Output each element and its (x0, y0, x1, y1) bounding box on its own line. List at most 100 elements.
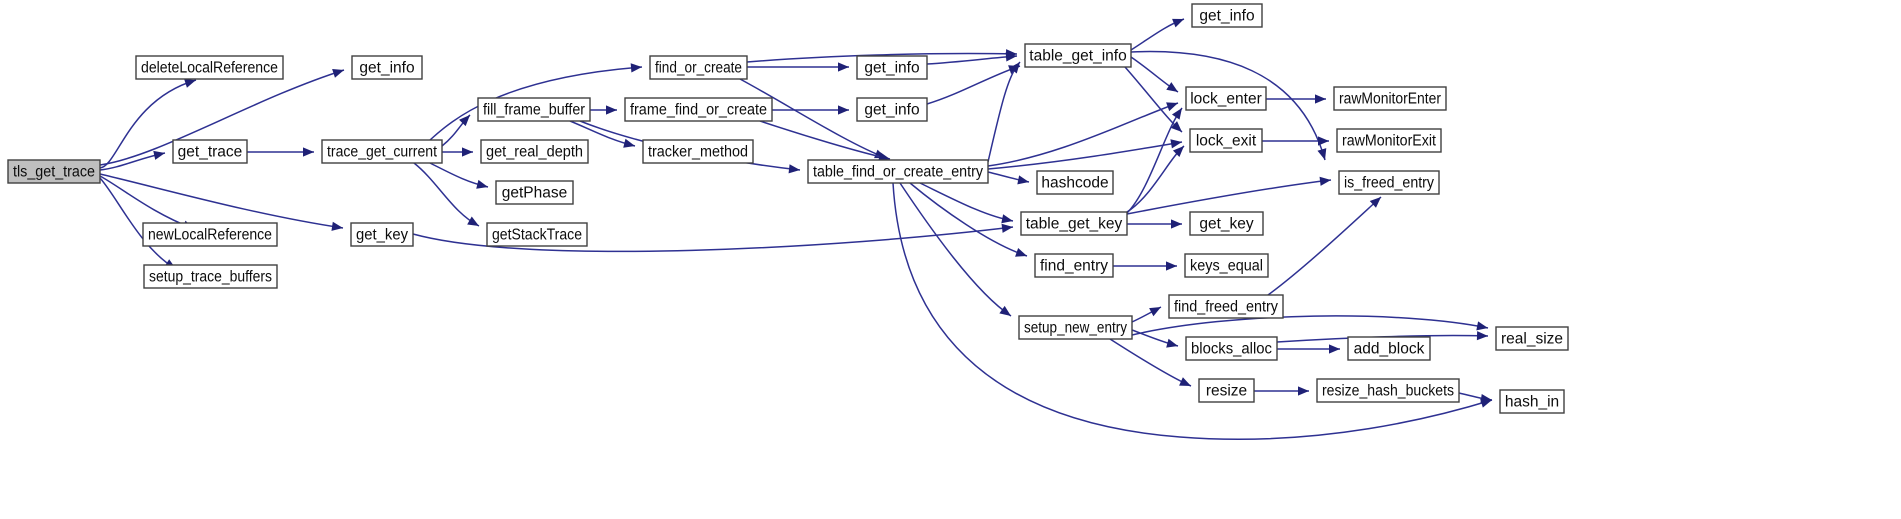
graph-node-find_or_create[interactable]: find_or_create (649, 55, 748, 80)
node-box[interactable] (856, 97, 928, 122)
graph-node-setup_new_entry[interactable]: setup_new_entry (1018, 315, 1133, 340)
node-box[interactable] (1333, 86, 1447, 111)
graph-node-is_freed_entry[interactable]: is_freed_entry (1338, 170, 1440, 195)
arrow-head-icon (1170, 139, 1182, 149)
graph-node-add_block[interactable]: add_block (1347, 336, 1431, 361)
node-box[interactable] (807, 159, 989, 184)
graph-node-get_trace[interactable]: get_trace (172, 139, 248, 164)
node-box[interactable] (143, 264, 278, 289)
arrow-head-icon (1009, 62, 1020, 74)
graph-node-deleteLocalReference[interactable]: deleteLocalReference (135, 55, 284, 80)
node-box[interactable] (1034, 253, 1114, 278)
graph-node-blocks_alloc[interactable]: blocks_alloc (1185, 336, 1278, 361)
graph-node-get_info_a[interactable]: get_info (351, 55, 423, 80)
node-box[interactable] (1338, 170, 1440, 195)
graph-node-get_info_c[interactable]: get_info (856, 97, 928, 122)
graph-node-table_find_or_create_entry[interactable]: table_find_or_create_entry (807, 159, 989, 184)
node-box[interactable] (351, 55, 423, 80)
node-box[interactable] (135, 55, 284, 80)
node-box[interactable] (1499, 389, 1565, 414)
node-box[interactable] (1020, 211, 1128, 236)
node-box[interactable] (1189, 211, 1264, 236)
graph-node-rawMonitorEnter[interactable]: rawMonitorEnter (1333, 86, 1447, 111)
arrow-head-icon (606, 105, 617, 115)
call-edge (1127, 219, 1182, 229)
arrow-head-icon (1166, 102, 1178, 112)
arrow-head-icon (1318, 136, 1329, 146)
arrow-head-icon (878, 152, 890, 162)
graph-node-getPhase[interactable]: getPhase (495, 180, 574, 205)
node-box[interactable] (1184, 253, 1269, 278)
graph-node-real_size[interactable]: real_size (1495, 326, 1569, 351)
graph-node-trace_get_current[interactable]: trace_get_current (321, 139, 443, 164)
graph-node-tracker_method[interactable]: tracker_method (642, 139, 754, 164)
call-edge (1126, 176, 1332, 215)
call-edge (1130, 18, 1185, 51)
node-box[interactable] (1191, 3, 1263, 28)
node-box[interactable] (649, 55, 748, 80)
node-box[interactable] (477, 97, 591, 122)
node-box[interactable] (7, 159, 101, 184)
node-box[interactable] (1347, 336, 1431, 361)
graph-node-table_get_key[interactable]: table_get_key (1020, 211, 1128, 236)
call-edge (442, 147, 473, 157)
graph-node-get_key_a[interactable]: get_key (350, 222, 414, 247)
graph-node-lock_exit[interactable]: lock_exit (1189, 128, 1263, 153)
node-box[interactable] (1018, 315, 1133, 340)
node-box[interactable] (1189, 128, 1263, 153)
node-box[interactable] (1185, 336, 1278, 361)
arrow-head-icon (467, 216, 479, 226)
graph-node-hash_in[interactable]: hash_in (1499, 389, 1565, 414)
node-box[interactable] (1336, 128, 1442, 153)
graph-node-hashcode[interactable]: hashcode (1036, 170, 1114, 195)
graph-node-newLocalReference[interactable]: newLocalReference (142, 222, 278, 247)
node-box[interactable] (1316, 378, 1460, 403)
node-box[interactable] (350, 222, 414, 247)
call-edge (1130, 50, 1327, 161)
node-box[interactable] (1495, 326, 1569, 351)
call-edge (926, 52, 1018, 65)
graph-node-resize_hash_buckets[interactable]: resize_hash_buckets (1316, 378, 1460, 403)
node-box[interactable] (321, 139, 443, 164)
graph-node-getStackTrace[interactable]: getStackTrace (486, 222, 588, 247)
graph-node-frame_find_or_create[interactable]: frame_find_or_create (624, 97, 773, 122)
arrow-head-icon (1001, 214, 1013, 224)
graph-node-setup_trace_buffers[interactable]: setup_trace_buffers (143, 264, 278, 289)
node-box[interactable] (480, 139, 589, 164)
node-box[interactable] (486, 222, 588, 247)
node-box[interactable] (1036, 170, 1114, 195)
arrow-head-icon (1172, 146, 1184, 158)
node-box[interactable] (1024, 43, 1132, 68)
graph-node-rawMonitorExit[interactable]: rawMonitorExit (1336, 128, 1442, 153)
node-box[interactable] (1185, 86, 1267, 111)
node-box[interactable] (142, 222, 278, 247)
arrow-head-icon (1476, 331, 1488, 341)
graph-node-get_key_b[interactable]: get_key (1189, 211, 1264, 236)
node-box[interactable] (642, 139, 754, 164)
arrow-head-icon (999, 305, 1011, 316)
arrow-head-icon (1179, 377, 1191, 386)
graph-node-get_info_b[interactable]: get_info (856, 55, 928, 80)
graph-node-table_get_info[interactable]: table_get_info (1024, 43, 1132, 68)
graph-node-keys_equal[interactable]: keys_equal (1184, 253, 1269, 278)
graph-node-tls_get_trace[interactable]: tls_get_trace (7, 159, 101, 184)
graph-node-resize[interactable]: resize (1198, 378, 1255, 403)
call-edge (99, 69, 345, 166)
node-box[interactable] (856, 55, 928, 80)
call-edge (1126, 107, 1183, 214)
graph-node-lock_enter[interactable]: lock_enter (1185, 86, 1267, 111)
graph-node-get_real_depth[interactable]: get_real_depth (480, 139, 589, 164)
arrow-head-icon (476, 179, 488, 189)
graph-node-fill_frame_buffer[interactable]: fill_frame_buffer (477, 97, 591, 122)
arrow-head-icon (630, 63, 642, 73)
node-box[interactable] (1198, 378, 1255, 403)
graph-node-find_entry[interactable]: find_entry (1034, 253, 1114, 278)
node-box[interactable] (172, 139, 248, 164)
graph-node-find_freed_entry[interactable]: find_freed_entry (1168, 294, 1284, 319)
call-edge (1262, 136, 1329, 146)
node-box[interactable] (624, 97, 773, 122)
call-edge (247, 147, 314, 157)
node-box[interactable] (1168, 294, 1284, 319)
graph-node-get_info_d[interactable]: get_info (1191, 3, 1263, 28)
node-box[interactable] (495, 180, 574, 205)
